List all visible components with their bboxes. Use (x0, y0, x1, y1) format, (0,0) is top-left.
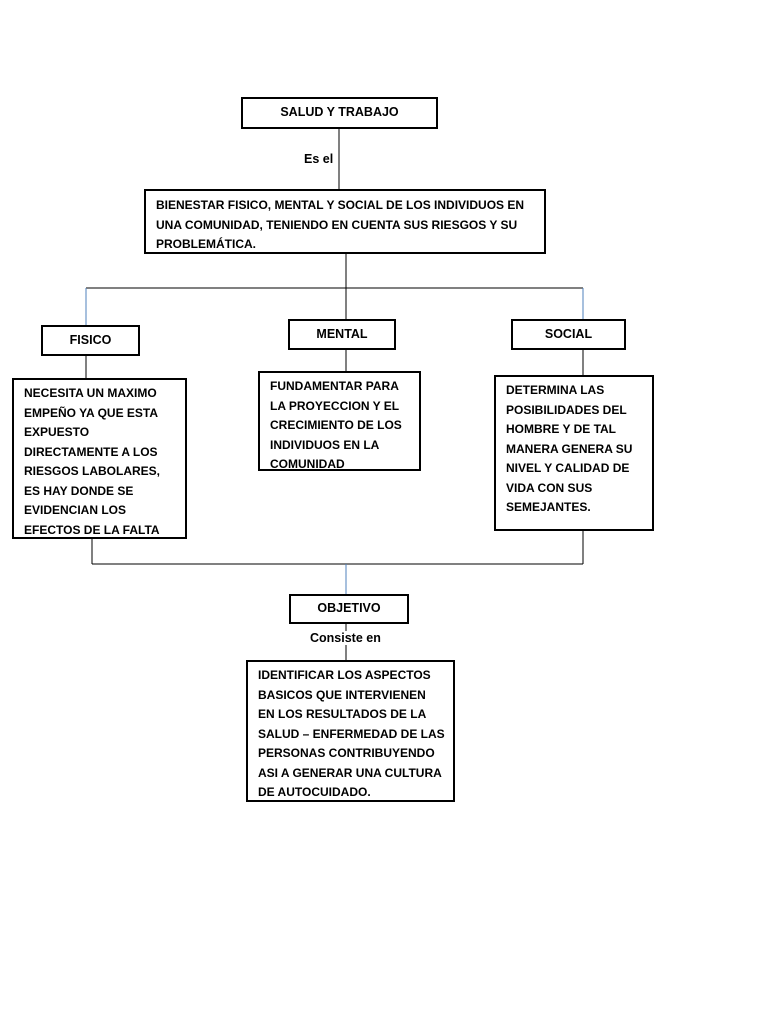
definition-text: BIENESTAR FISICO, MENTAL Y SOCIAL DE LOS… (156, 198, 525, 251)
link-label-root: Es el (302, 152, 336, 166)
fisico-text: NECESITA UN MAXIMO EMPEÑO YA QUE ESTA EX… (24, 386, 161, 537)
link-label-objective: Consiste en (308, 631, 383, 645)
mental-title: MENTAL (316, 326, 368, 341)
fisico-body-node: NECESITA UN MAXIMO EMPEÑO YA QUE ESTA EX… (12, 378, 187, 539)
social-title-node: SOCIAL (511, 319, 626, 350)
social-title: SOCIAL (544, 326, 593, 341)
objective-title-node: OBJETIVO (289, 594, 409, 624)
objective-body-node: IDENTIFICAR LOS ASPECTOS BASICOS QUE INT… (246, 660, 455, 802)
fisico-title-node: FISICO (41, 325, 140, 356)
social-body-node: DETERMINA LAS POSIBILIDADES DEL HOMBRE Y… (494, 375, 654, 531)
root-title: SALUD Y TRABAJO (280, 105, 399, 120)
objective-text: IDENTIFICAR LOS ASPECTOS BASICOS QUE INT… (258, 668, 445, 799)
fisico-title: FISICO (69, 332, 112, 347)
root-node: SALUD Y TRABAJO (241, 97, 438, 129)
mental-title-node: MENTAL (288, 319, 396, 350)
objective-title: OBJETIVO (317, 601, 381, 616)
definition-node: BIENESTAR FISICO, MENTAL Y SOCIAL DE LOS… (144, 189, 546, 254)
social-text: DETERMINA LAS POSIBILIDADES DEL HOMBRE Y… (506, 383, 633, 514)
mental-body-node: FUNDAMENTAR PARA LA PROYECCION Y EL CREC… (258, 371, 421, 471)
mental-text: FUNDAMENTAR PARA LA PROYECCION Y EL CREC… (270, 379, 402, 471)
